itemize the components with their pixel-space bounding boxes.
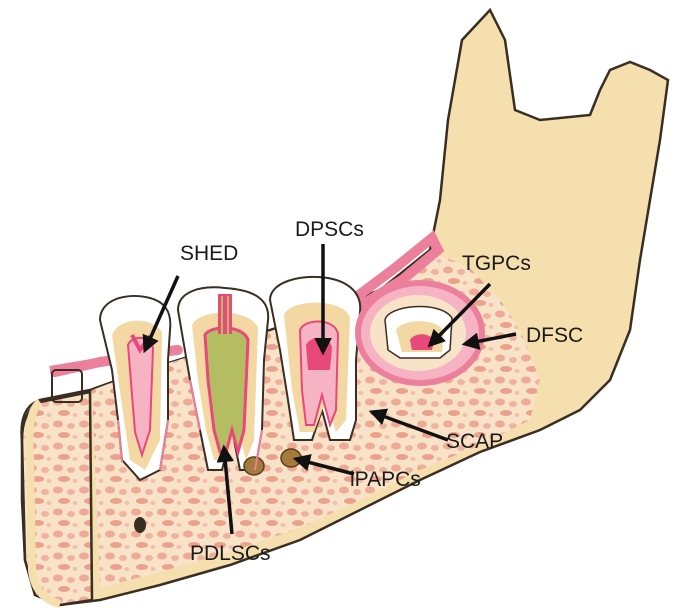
label-dpscs: DPSCs — [295, 218, 364, 241]
label-tgpcs: TGPCs — [462, 252, 531, 275]
mental-foramen — [134, 517, 146, 533]
tooth-germ — [358, 283, 482, 383]
label-scap: SCAP — [446, 430, 503, 453]
label-dfsc: DFSC — [526, 324, 583, 347]
label-pdlscs: PDLSCs — [190, 542, 271, 565]
label-shed: SHED — [180, 242, 238, 265]
label-ipapcs: iPAPCs — [350, 468, 421, 491]
